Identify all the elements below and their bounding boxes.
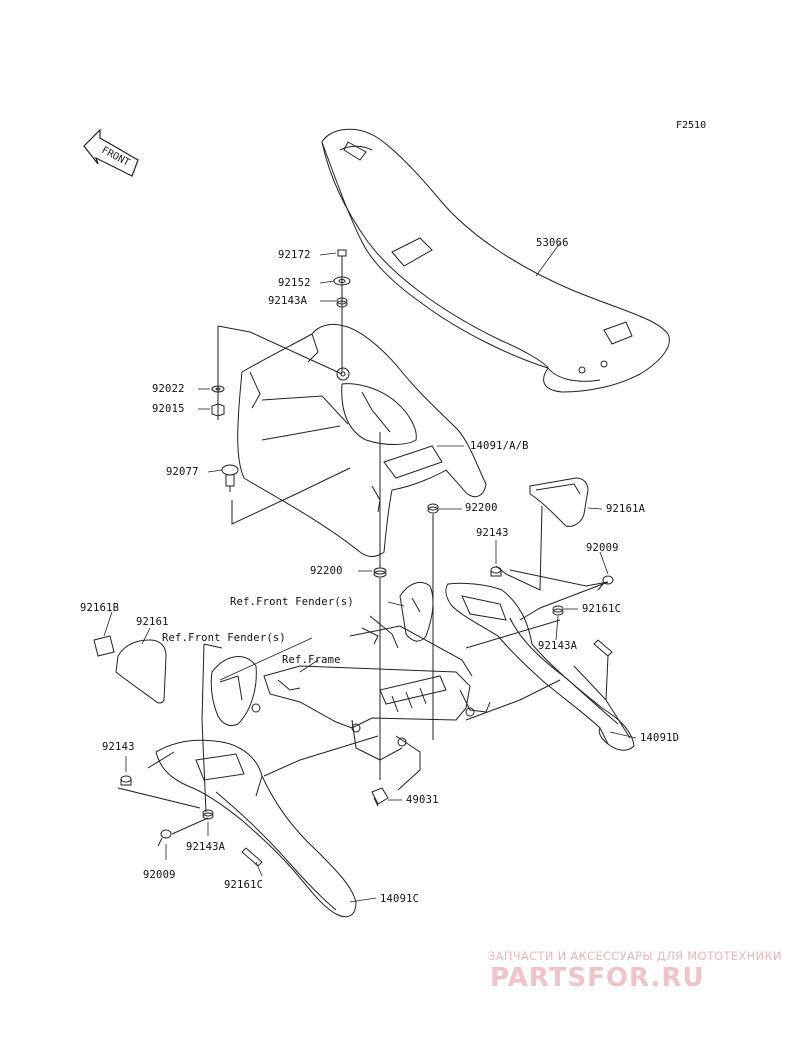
- watermark-logo: PARTSFOR.RU: [490, 963, 705, 993]
- label-92200-b: 92200: [310, 565, 343, 577]
- label-14091c: 14091C: [380, 893, 420, 905]
- label-92152: 92152: [278, 277, 311, 289]
- clip-92077: [221, 464, 239, 492]
- label-92015: 92015: [152, 403, 185, 415]
- leader-lines: [103, 242, 637, 903]
- seat-part: [321, 128, 670, 393]
- label-ref-front-fender-upper: Ref.Front Fender(s): [230, 596, 354, 608]
- label-ref-front-fender-lower: Ref.Front Fender(s): [162, 632, 286, 644]
- pad-92161: [115, 639, 167, 704]
- pad-92161c-left: [241, 847, 263, 867]
- rear-fender-part: [237, 323, 487, 557]
- label-92161a: 92161A: [606, 503, 646, 515]
- bolt-92009-left: [157, 829, 172, 847]
- label-92077: 92077: [166, 466, 199, 478]
- figure-code: F2510: [676, 120, 707, 131]
- front-arrow-icon: FRONT: [83, 128, 139, 177]
- label-92143a-left: 92143A: [186, 841, 226, 853]
- label-92009-right: 92009: [586, 542, 619, 554]
- label-92009-left: 92009: [143, 869, 176, 881]
- label-92161: 92161: [136, 616, 169, 628]
- side-cover-right-14091d: [445, 582, 635, 751]
- side-cover-left-14091c: [155, 739, 357, 918]
- pad-92161c-right: [593, 639, 613, 657]
- pad-92161b: [93, 635, 115, 657]
- label-92161b: 92161B: [80, 602, 120, 614]
- clip-49031: [371, 787, 389, 807]
- collar-92143-left: [120, 775, 132, 786]
- label-92200-a: 92200: [465, 502, 498, 514]
- label-92022: 92022: [152, 383, 185, 395]
- label-92143a-top: 92143A: [268, 295, 308, 307]
- collar-92143a-left: [202, 809, 214, 820]
- bolt-92009-right: [597, 575, 614, 591]
- collar-92143a-right: [552, 605, 564, 616]
- front-fender-ref-lower: [210, 656, 257, 727]
- frame-ref: [251, 615, 491, 791]
- label-49031: 49031: [406, 794, 439, 806]
- label-14091d: 14091D: [640, 732, 680, 744]
- front-fender-ref-upper: [399, 581, 434, 642]
- label-92161c-left: 92161C: [224, 879, 264, 891]
- label-92143a-right: 92143A: [538, 640, 578, 652]
- bolt-92172: [337, 249, 347, 266]
- label-92143-right: 92143: [476, 527, 509, 539]
- label-92172: 92172: [278, 249, 311, 261]
- label-92143-left: 92143: [102, 741, 135, 753]
- collar-92200-b: [373, 567, 387, 578]
- watermark-tagline: ЗАПЧАСТИ И АКСЕССУАРЫ ДЛЯ МОТОТЕХНИКИ: [488, 949, 782, 963]
- label-92161c-right: 92161C: [582, 603, 622, 615]
- pad-92161a: [529, 477, 589, 527]
- label-53066: 53066: [536, 237, 569, 249]
- collar-92200-a: [427, 503, 439, 514]
- label-ref-frame: Ref.Frame: [282, 654, 341, 666]
- collar-92143-right: [490, 566, 502, 577]
- label-14091-a-b: 14091/A/B: [470, 440, 529, 452]
